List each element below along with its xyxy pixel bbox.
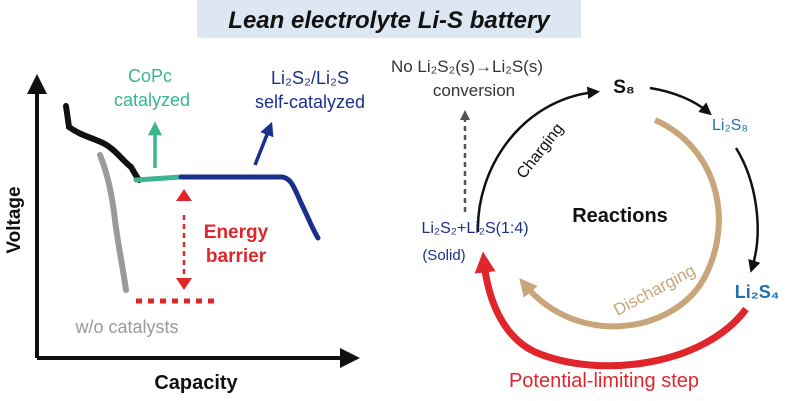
copc-label-2: catalyzed (114, 90, 190, 110)
energy-barrier-arrow-down (176, 278, 192, 290)
self-catalyzed-arrow (253, 121, 274, 166)
discharging-arc (519, 117, 722, 330)
s8-label: S₈ (613, 77, 635, 98)
self-catalyzed-label: Li₂S₂/Li₂S (271, 68, 349, 88)
energy-barrier-label: Energy (204, 222, 269, 243)
copc-plateau (133, 174, 184, 183)
self-catalyzed-curve (178, 174, 321, 241)
li2s8-label: Li₂S₈ (712, 117, 748, 134)
copc-label: CoPc (128, 66, 172, 86)
no-conversion-label: No Li₂S₂(s)→Li₂S(s) (391, 57, 543, 76)
figure-title: Lean electrolyte Li-S battery (228, 7, 551, 34)
solid-product-label: Li₂S₂+Li₂S(1:4) (421, 220, 528, 237)
energy-barrier-label-2: barrier (206, 246, 267, 267)
no-conversion-label-2: conversion (433, 81, 515, 100)
li2s4-label: Li₂S₄ (735, 282, 780, 302)
x-axis-label: Capacity (154, 372, 238, 394)
wo-catalysts-label: w/o catalysts (74, 317, 178, 337)
solid-label: (Solid) (422, 247, 465, 264)
title-band (197, 0, 581, 38)
charging-arc (476, 86, 600, 233)
s8-to-li2s8-arc (649, 86, 712, 116)
potential-limiting-arc (474, 251, 749, 370)
reaction-cycle: No Li₂S₂(s)→Li₂S(s) conversion S₈ Li₂S₈ … (391, 57, 779, 392)
potential-limiting-label: Potential-limiting step (509, 370, 699, 392)
charging-label: Charging (514, 120, 567, 182)
reactions-label: Reactions (572, 205, 668, 227)
li2s8-to-li2s4-arc (734, 147, 761, 273)
energy-barrier-arrow-up (176, 189, 192, 201)
initial-discharge-curve (63, 103, 142, 183)
self-catalyzed-label-2: self-catalyzed (255, 92, 365, 112)
discharging-label: Discharging (610, 261, 698, 320)
uncatalyzed-curve (97, 152, 129, 293)
voltage-capacity-plot: Voltage Capacity CoPc catalyzed Li₂S₂/Li… (4, 66, 365, 394)
y-axis-label: Voltage (4, 186, 25, 253)
